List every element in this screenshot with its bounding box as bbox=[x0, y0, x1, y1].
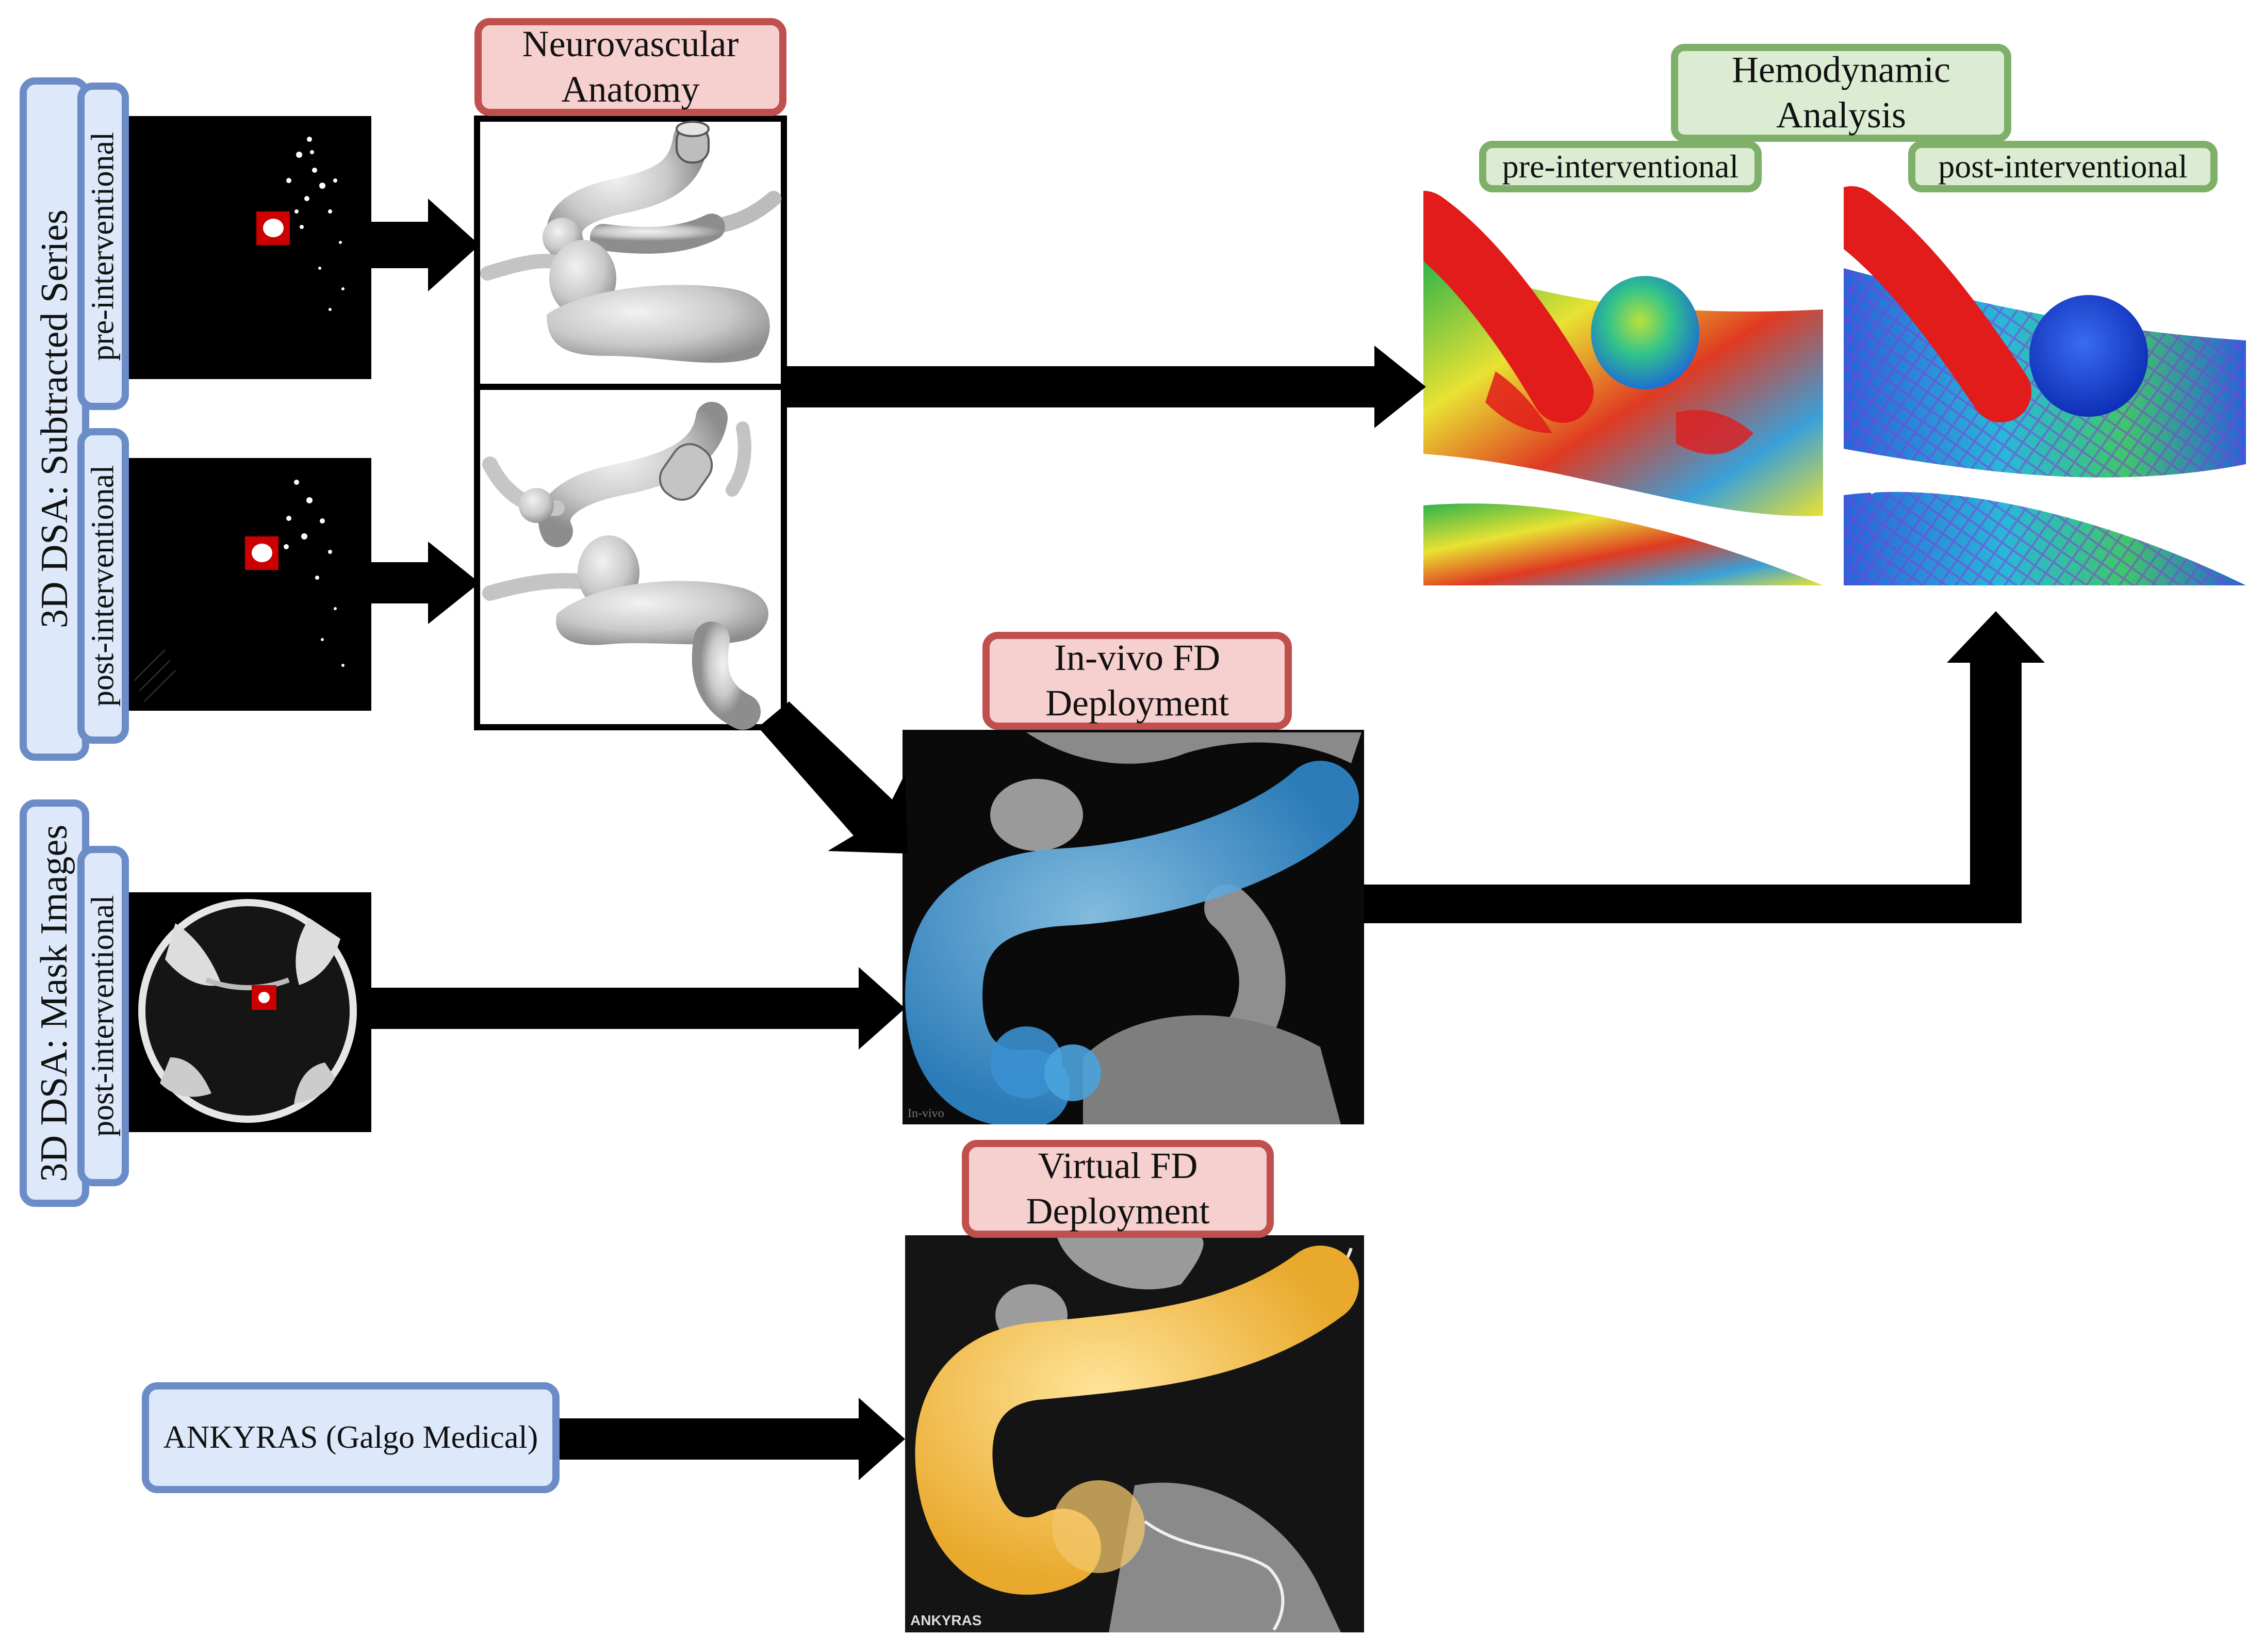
hemodynamic-pre-image bbox=[1423, 178, 1823, 585]
dsa-post-image bbox=[129, 458, 371, 711]
hemo-post-label: post-interventional bbox=[1908, 141, 2218, 192]
invivo-watermark-text: In-vivo bbox=[908, 1107, 944, 1121]
mask-post-interventional-text: post-interventional bbox=[85, 895, 121, 1137]
pre-interventional-label: pre-interventional bbox=[77, 83, 129, 410]
arrow-invivo-to-hemodynamic bbox=[1364, 611, 2045, 923]
anatomy-panel-post bbox=[474, 384, 787, 730]
arrow-anatomy-to-invivo bbox=[758, 701, 908, 854]
anatomy-panel-pre bbox=[474, 116, 787, 390]
mask-post-interventional-label: post-interventional bbox=[77, 846, 129, 1186]
virtual-fd-label: Virtual FD Deployment bbox=[962, 1140, 1274, 1238]
ankyras-label: ANKYRAS (Galgo Medical) bbox=[142, 1382, 560, 1493]
hemodynamic-post-image bbox=[1844, 178, 2246, 585]
hemo-post-text: post-interventional bbox=[1938, 148, 2188, 185]
neurovascular-anatomy-text: Neurovascular Anatomy bbox=[522, 23, 739, 110]
invivo-fd-label: In-vivo FD Deployment bbox=[982, 632, 1292, 730]
post-interventional-text: post-interventional bbox=[85, 465, 121, 707]
pre-interventional-text: pre-interventional bbox=[85, 132, 121, 361]
virtual-fd-text: Virtual FD Deployment bbox=[1026, 1145, 1210, 1232]
arrow-ankyras-to-virtual bbox=[560, 1398, 905, 1480]
hemodynamic-analysis-text: Hemodynamic Analysis bbox=[1732, 49, 1950, 136]
arrow-mask-to-invivo bbox=[371, 967, 905, 1050]
post-interventional-label: post-interventional bbox=[77, 428, 129, 744]
arrow-dsa-pre-to-anatomy bbox=[371, 199, 480, 291]
hemodynamic-analysis-label: Hemodynamic Analysis bbox=[1671, 44, 2011, 142]
ankyras-watermark: ANKYRAS bbox=[910, 1612, 1013, 1629]
dsa-pre-image bbox=[129, 116, 371, 379]
invivo-fd-text: In-vivo FD Deployment bbox=[1045, 637, 1229, 724]
subtracted-series-text: 3D DSA: Subtracted Series bbox=[33, 209, 76, 629]
mask-images-text: 3D DSA: Mask Images bbox=[33, 824, 76, 1182]
hemo-pre-label: pre-interventional bbox=[1479, 141, 1762, 192]
neurovascular-anatomy-label: Neurovascular Anatomy bbox=[474, 18, 786, 116]
virtual-fd-image bbox=[905, 1235, 1364, 1632]
ankyras-text: ANKYRAS (Galgo Medical) bbox=[163, 1419, 538, 1455]
invivo-watermark: In-vivo bbox=[908, 1106, 990, 1122]
arrows bbox=[371, 199, 2045, 1480]
hemo-pre-text: pre-interventional bbox=[1502, 148, 1739, 185]
arrow-dsa-post-to-anatomy bbox=[371, 542, 480, 624]
arrow-anatomy-to-hemodynamic bbox=[784, 346, 1426, 428]
ankyras-watermark-text: ANKYRAS bbox=[910, 1612, 982, 1628]
dsa-mask-image bbox=[129, 892, 371, 1132]
invivo-fd-image bbox=[903, 730, 1364, 1124]
